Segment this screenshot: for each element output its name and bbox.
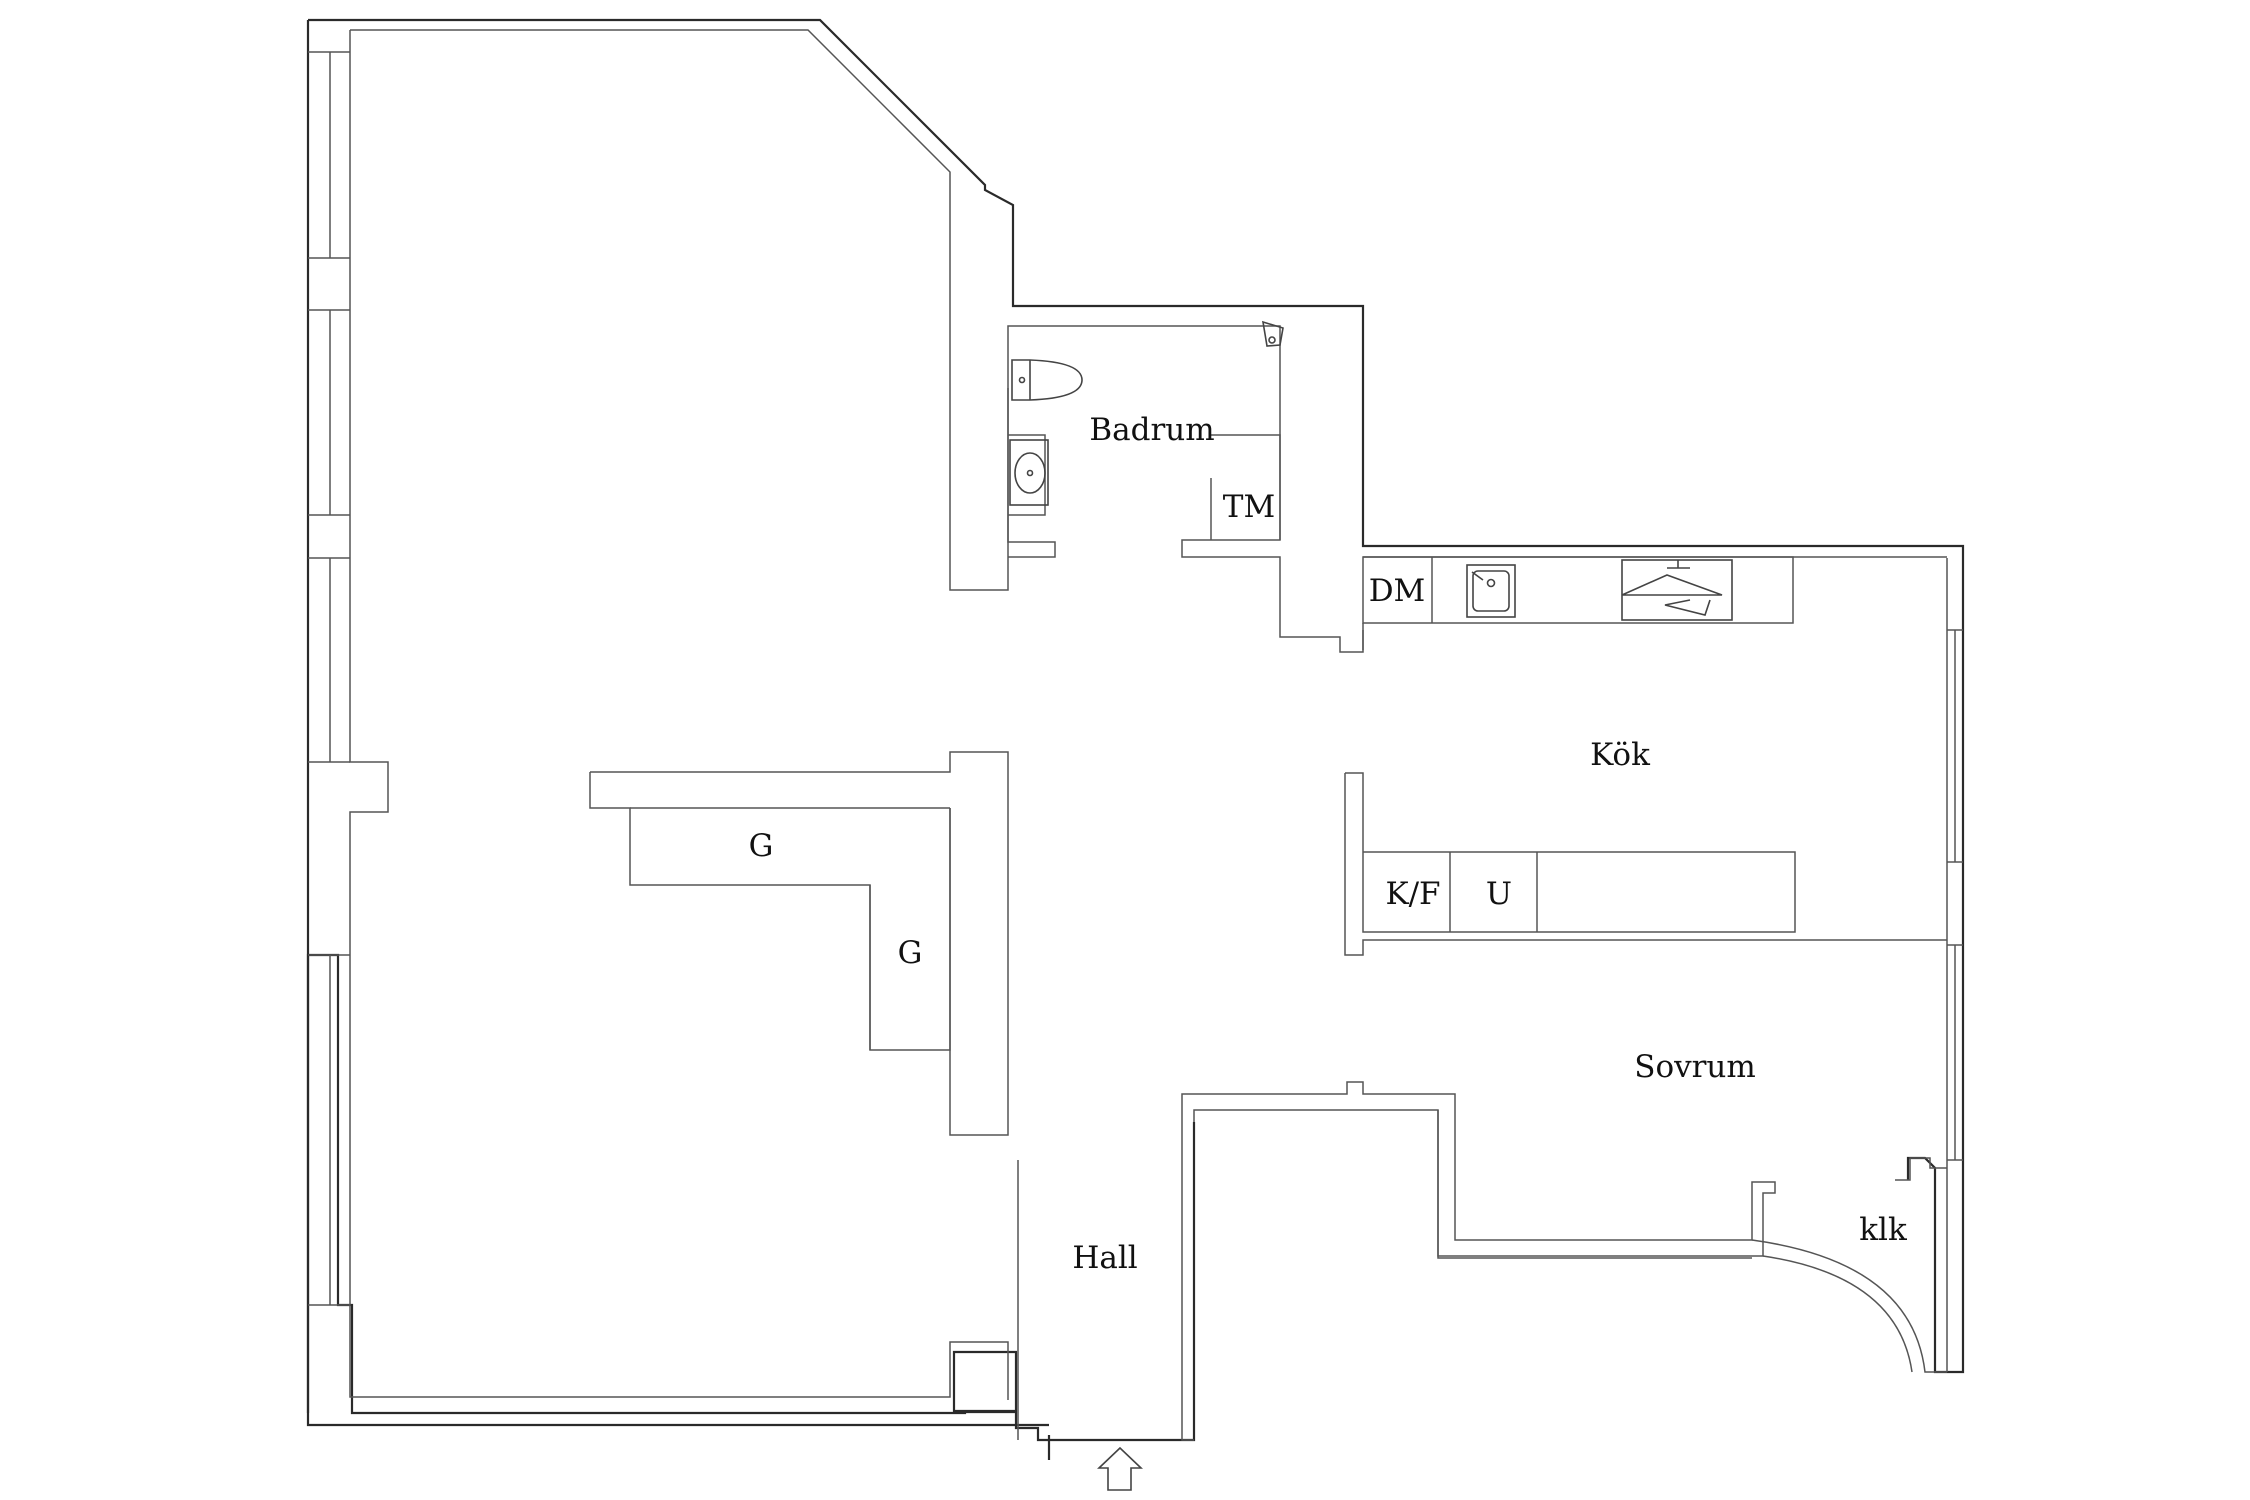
sink-icon (1009, 439, 1049, 506)
stove-icon (1621, 559, 1733, 621)
room-label-klk: klk (1859, 1212, 1907, 1248)
left-wall (306, 20, 1009, 1413)
outer-wall-main (308, 18, 1965, 1374)
top-walls (350, 29, 1364, 1440)
fixture-label-u: U (1486, 876, 1512, 912)
room-label-badrum: Badrum (1089, 412, 1214, 448)
kitchen-sink-icon (1466, 564, 1516, 618)
fixture-label-g-side: G (898, 935, 923, 971)
outer-walls (306, 953, 1051, 1460)
fixture-label-dm: DM (1369, 573, 1426, 609)
wardrobe-g (589, 751, 1009, 1136)
fixture-label-tm: TM (1223, 489, 1275, 525)
fixture-label-kf: K/F (1385, 876, 1440, 912)
shower-head-icon (1261, 320, 1284, 347)
kitchen-counter-bottom (1344, 772, 1947, 956)
room-label-kok: Kök (1590, 737, 1650, 773)
kitchen-counter-top (1362, 556, 1947, 650)
room-label-sovrum: Sovrum (1634, 1049, 1756, 1085)
fixture-label-g-top: G (749, 828, 774, 864)
closet-walls (1751, 1157, 1947, 1373)
room-label-hall: Hall (1072, 1240, 1137, 1276)
right-wall (1946, 558, 1963, 1372)
bedroom-walls (1181, 1081, 1776, 1441)
arrow-up-icon (1097, 1446, 1143, 1491)
outer-boundary (1047, 1122, 1196, 1442)
toilet-icon (1011, 359, 1083, 401)
